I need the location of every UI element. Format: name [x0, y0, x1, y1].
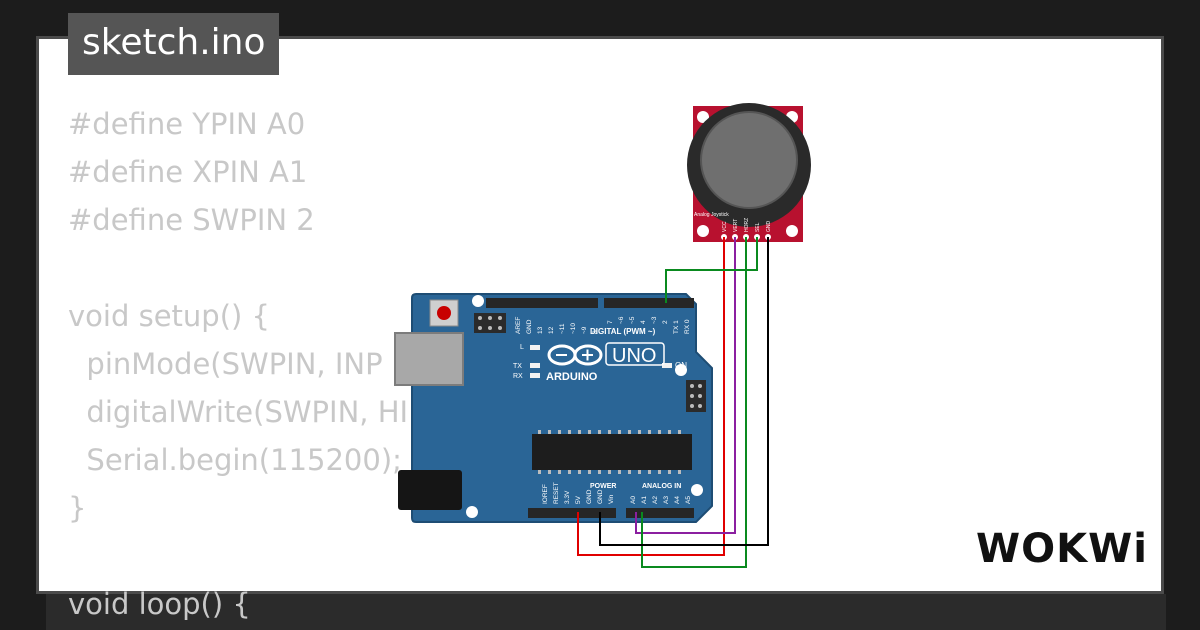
- joystick-pin-labels: VCC VERT HORZ SEL GND: [722, 218, 772, 232]
- pin-label: SEL: [755, 222, 761, 232]
- pin-label: A5: [685, 496, 692, 504]
- digital-header-right: [604, 298, 694, 308]
- pin-label: ~10: [570, 323, 577, 334]
- mounting-hole: [697, 225, 709, 237]
- pin-label: HORZ: [744, 218, 750, 232]
- reset-button-cap: [437, 306, 451, 320]
- atmega-chip: [532, 434, 692, 470]
- digital-label: DIGITAL (PWM ~): [590, 327, 656, 336]
- pin-label: 12: [548, 326, 555, 334]
- usb-connector: [394, 332, 464, 386]
- pin-label: AREF: [515, 317, 522, 334]
- pin-label: ~3: [651, 316, 658, 324]
- pin-label: VERT: [733, 219, 739, 232]
- power-header: [528, 508, 616, 518]
- led-rx: [530, 373, 540, 378]
- pin-label: IOREF: [542, 484, 549, 504]
- joystick-label: Analog Joystick: [694, 212, 729, 218]
- top-pin-labels: AREF GND 13 12 ~11 ~10 ~9 8 7 ~6 ~5 4 ~3…: [515, 316, 691, 334]
- icsp2-header: [686, 380, 706, 412]
- pin-label: 4: [640, 320, 647, 324]
- analog-pin-labels: A0 A1 A2 A3 A4 A5: [630, 496, 692, 504]
- pin-label: VCC: [722, 221, 728, 232]
- model-badge: [605, 342, 665, 366]
- pin-label: GND: [597, 489, 604, 504]
- arduino-uno-board[interactable]: L TX RX ON UNO ARDUINO DIGITAL (PWM ~) P…: [394, 293, 713, 523]
- pin-label: Vin: [608, 494, 615, 504]
- code-line: digitalWrite(SWPIN, HI: [68, 395, 409, 429]
- led-rx-label: RX: [513, 373, 523, 380]
- wire-horz-a1[interactable]: [641, 237, 747, 568]
- code-line: Serial.begin(115200);: [68, 443, 402, 477]
- wire-vert-a0[interactable]: [635, 237, 736, 534]
- code-line: #define XPIN A1: [68, 155, 308, 189]
- mounting-hole: [472, 295, 484, 307]
- code-line: }: [68, 491, 87, 525]
- led-tx-label: TX: [513, 363, 522, 370]
- wires: [577, 237, 769, 568]
- mounting-hole: [691, 484, 703, 496]
- icsp-header: [474, 313, 506, 333]
- pin-label: TX 1: [673, 320, 680, 334]
- code-line: void loop() {: [68, 587, 251, 621]
- pin-label: RX 0: [684, 319, 691, 334]
- mounting-hole: [675, 364, 687, 376]
- code-line: pinMode(SWPIN, INP: [68, 347, 383, 381]
- wokwi-logo[interactable]: WOKWi: [976, 526, 1148, 572]
- on-label: ON: [675, 361, 687, 370]
- wire-gnd[interactable]: [599, 237, 769, 546]
- chip-pins: [538, 430, 681, 474]
- code-preview: #define YPIN A0 #define XPIN A1 #define …: [68, 100, 408, 628]
- pin-label: ~5: [629, 316, 636, 324]
- led-l: [530, 345, 540, 350]
- pin-label: 3.3V: [564, 490, 571, 504]
- mounting-hole: [466, 506, 478, 518]
- pin-label: RESET: [553, 482, 560, 504]
- pin-label: 8: [592, 330, 599, 334]
- led-tx: [530, 363, 540, 368]
- model-label: UNO: [612, 345, 656, 367]
- pin-label: 2: [662, 320, 669, 324]
- power-pin-labels: IOREF RESET 3.3V 5V GND GND Vin: [542, 482, 615, 504]
- code-line: #define YPIN A0: [68, 107, 306, 141]
- canvas-shadow: [46, 594, 1166, 630]
- wire-sel-d2[interactable]: [665, 237, 758, 303]
- led-l-label: L: [520, 344, 524, 351]
- pin-label: ~6: [618, 316, 625, 324]
- file-title-tab[interactable]: sketch.ino: [68, 13, 280, 75]
- pin-label: GND: [766, 221, 772, 233]
- digital-header-left: [486, 298, 598, 308]
- power-label: POWER: [590, 483, 616, 490]
- pin-label: ~9: [581, 326, 588, 334]
- pin-label: 7: [607, 320, 614, 324]
- mounting-hole: [786, 225, 798, 237]
- code-line: #define SWPIN 2: [68, 203, 315, 237]
- analog-joystick-module[interactable]: Analog Joystick VCC VERT HORZ SEL GND: [687, 103, 811, 242]
- code-line: void setup() {: [68, 299, 270, 333]
- pin-label: ~11: [559, 323, 566, 334]
- analog-header: [626, 508, 694, 518]
- pin-label: A2: [652, 496, 659, 504]
- pin-label: A3: [663, 496, 670, 504]
- pin-label: A0: [630, 496, 637, 504]
- joystick-knob[interactable]: [700, 111, 798, 209]
- power-jack: [398, 470, 462, 510]
- pin-label: A4: [674, 496, 681, 504]
- pin-label: 13: [537, 326, 544, 334]
- arduino-infinity-logo: [547, 344, 603, 366]
- wire-vcc-5v[interactable]: [577, 237, 725, 556]
- pin-label: GND: [526, 319, 533, 334]
- brand-label: ARDUINO: [546, 371, 598, 383]
- pin-label: GND: [586, 489, 593, 504]
- pin-label: A1: [641, 496, 648, 504]
- analog-label: ANALOG IN: [642, 483, 681, 490]
- pin-label: 5V: [575, 495, 582, 504]
- mounting-hole: [697, 111, 709, 123]
- led-on: [662, 363, 672, 368]
